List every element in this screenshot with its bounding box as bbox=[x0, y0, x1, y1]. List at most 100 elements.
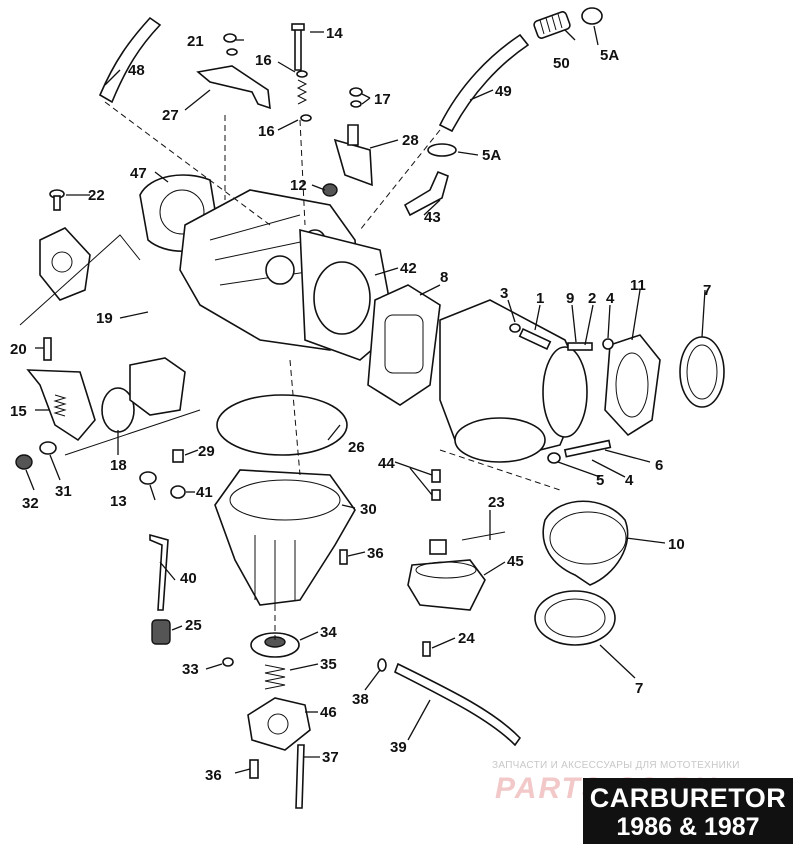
callout-15: 15 bbox=[10, 403, 27, 420]
callout-28: 28 bbox=[402, 132, 419, 149]
jet-13 bbox=[139, 471, 157, 485]
callout-33: 33 bbox=[182, 661, 199, 678]
callout-44: 44 bbox=[378, 455, 395, 472]
clamp-5a-mid bbox=[427, 143, 457, 157]
callout-16-bottom: 16 bbox=[258, 123, 275, 140]
callout-19: 19 bbox=[96, 310, 113, 327]
screw-17 bbox=[349, 87, 363, 108]
screw-33 bbox=[222, 657, 234, 667]
choke-housing bbox=[129, 357, 186, 416]
title-line-2: 1986 & 1987 bbox=[616, 813, 760, 841]
title-line-1: CARBURETOR bbox=[589, 783, 787, 813]
clamp-5a-top bbox=[581, 7, 603, 25]
callout-36-mid: 36 bbox=[367, 545, 384, 562]
callout-7-top: 7 bbox=[703, 282, 711, 299]
rod-40 bbox=[149, 533, 169, 611]
callout-16-top: 16 bbox=[255, 52, 272, 69]
callout-4-bottom: 4 bbox=[625, 472, 634, 489]
callout-49: 49 bbox=[495, 83, 512, 100]
diaphragm-34 bbox=[250, 632, 300, 658]
callout-12: 12 bbox=[290, 177, 307, 194]
spring-16 bbox=[296, 70, 312, 122]
callout-22: 22 bbox=[88, 187, 105, 204]
title-box: CARBURETOR 1986 & 1987 bbox=[583, 778, 793, 844]
callout-23: 23 bbox=[488, 494, 505, 511]
callout-30: 30 bbox=[360, 501, 377, 518]
callout-10: 10 bbox=[668, 536, 685, 553]
manifold-9 bbox=[439, 299, 588, 463]
callout-4-top: 4 bbox=[606, 290, 615, 307]
hose-48 bbox=[98, 16, 162, 104]
plug-25 bbox=[151, 619, 171, 645]
callout-21: 21 bbox=[187, 33, 204, 50]
washer-4-top bbox=[602, 338, 614, 350]
callout-24: 24 bbox=[458, 630, 475, 647]
callout-47: 47 bbox=[130, 165, 147, 182]
float-bowl-30 bbox=[214, 469, 356, 606]
callout-7-bottom: 7 bbox=[635, 680, 643, 697]
gasket-8 bbox=[367, 284, 441, 406]
callout-50: 50 bbox=[553, 55, 570, 72]
callout-9: 9 bbox=[566, 290, 574, 307]
fitting-43 bbox=[403, 170, 449, 217]
seal-ring-7-top bbox=[679, 336, 725, 408]
callout-18: 18 bbox=[110, 457, 127, 474]
spring-50 bbox=[533, 11, 571, 39]
washer-31 bbox=[39, 441, 57, 455]
plug-12 bbox=[322, 183, 338, 197]
cover-46 bbox=[247, 697, 311, 751]
callout-39: 39 bbox=[390, 739, 407, 756]
callout-labels: 48 21 14 16 27 16 17 28 50 5A 49 5A 43 1… bbox=[10, 25, 711, 784]
washer-3 bbox=[509, 323, 521, 333]
callout-41: 41 bbox=[196, 484, 213, 501]
callout-5a-mid: 5A bbox=[482, 147, 501, 164]
callout-20: 20 bbox=[10, 341, 27, 358]
callout-5: 5 bbox=[596, 472, 604, 489]
spring-35 bbox=[264, 664, 286, 690]
seal-ring-7-bottom bbox=[534, 590, 616, 646]
bracket-27 bbox=[196, 65, 271, 110]
callout-17: 17 bbox=[374, 91, 391, 108]
callout-13: 13 bbox=[110, 493, 127, 510]
lever-19 bbox=[39, 227, 91, 301]
gasket-26 bbox=[216, 394, 348, 456]
callout-26: 26 bbox=[348, 439, 365, 456]
callout-3: 3 bbox=[500, 285, 508, 302]
callout-43: 43 bbox=[424, 209, 441, 226]
jet-29 bbox=[172, 449, 184, 463]
lever-28 bbox=[333, 124, 373, 187]
spring-15 bbox=[53, 394, 67, 417]
callout-35: 35 bbox=[320, 656, 337, 673]
screw-36-bottom bbox=[249, 759, 259, 779]
callout-32: 32 bbox=[22, 495, 39, 512]
stud-6 bbox=[563, 439, 612, 458]
nut-32 bbox=[15, 454, 33, 470]
screw-21 bbox=[223, 33, 238, 56]
pin-23 bbox=[461, 531, 506, 541]
watermark-tagline: ЗАПЧАСТИ И АКСЕССУАРЫ ДЛЯ МОТОТЕХНИКИ bbox=[492, 760, 740, 771]
screw-22 bbox=[49, 189, 65, 211]
bolt-1 bbox=[518, 327, 552, 351]
pin-44 bbox=[431, 469, 441, 501]
alignment-lines bbox=[19, 101, 561, 640]
float-45 bbox=[407, 539, 486, 611]
clip-38 bbox=[377, 658, 387, 672]
screw-20 bbox=[43, 337, 52, 361]
callout-25: 25 bbox=[185, 617, 202, 634]
callout-1: 1 bbox=[536, 290, 544, 307]
flange-gasket-11 bbox=[604, 334, 661, 437]
callout-6: 6 bbox=[655, 457, 663, 474]
callout-42: 42 bbox=[400, 260, 417, 277]
callout-2: 2 bbox=[588, 290, 596, 307]
callout-8: 8 bbox=[440, 269, 448, 286]
callout-11: 11 bbox=[630, 277, 646, 294]
hose-49 bbox=[438, 33, 530, 133]
screw-14 bbox=[291, 23, 305, 71]
leader-lines bbox=[25, 25, 706, 774]
callout-37: 37 bbox=[322, 749, 339, 766]
callout-27: 27 bbox=[162, 107, 179, 124]
screw-36-mid bbox=[339, 549, 348, 565]
nut-5 bbox=[547, 452, 561, 464]
callout-14: 14 bbox=[326, 25, 343, 42]
